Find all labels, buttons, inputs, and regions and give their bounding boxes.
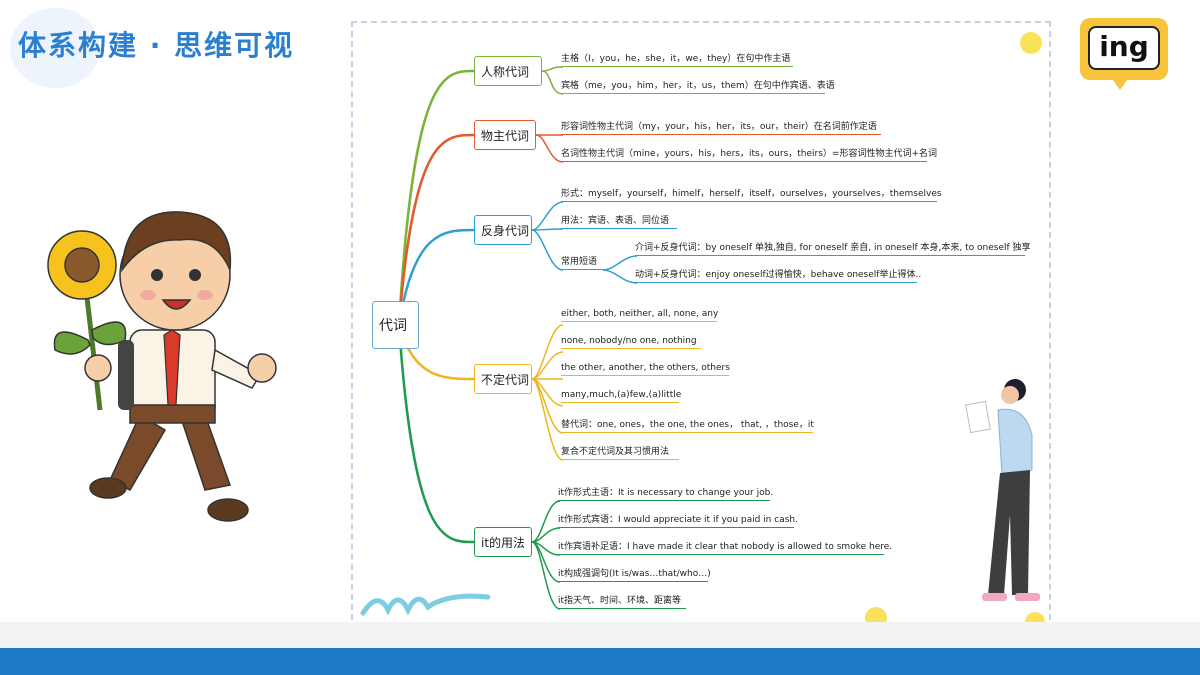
branch-leaf: it构成强调句(It is/was…that/who…) <box>558 566 711 582</box>
footer-bar <box>0 648 1200 675</box>
branch-leaf: it作形式宾语：I would appreciate it if you pai… <box>558 512 798 528</box>
connector <box>531 201 564 231</box>
branch-leaf: 形式：myself，yourself，himelf，herself，itself… <box>561 186 942 202</box>
branch-node: 不定代词 <box>474 364 532 394</box>
connector <box>397 228 475 326</box>
connector <box>531 324 564 380</box>
branch-leaf: 复合不定代词及其习惯用法 <box>561 444 679 460</box>
connector <box>602 255 638 271</box>
person-reading-illustration <box>965 379 1040 601</box>
ing-badge-text: ing <box>1088 26 1160 70</box>
connector <box>541 66 564 72</box>
branch-leaf: 名词性物主代词（mine，yours，his，hers，its，ours，the… <box>561 146 937 162</box>
branch-leaf: it作宾语补足语：I have made it clear that nobod… <box>558 539 892 555</box>
connector <box>531 228 564 231</box>
branch-leaf: either, both, neither, all, none, any <box>561 309 718 322</box>
connector <box>397 133 475 326</box>
connector <box>397 324 475 544</box>
branch-node: 人称代词 <box>474 56 542 86</box>
connector <box>531 500 561 543</box>
boy-with-sunflower-illustration <box>47 211 277 522</box>
branch-node: 反身代词 <box>474 215 532 245</box>
branch-leaf: 宾格（me，you，him，her，it，us，them）在句中作宾语、表语 <box>561 78 835 94</box>
title-decoration <box>10 8 100 88</box>
branch-leaf: 形容词性物主代词（my，your，his，her，its，our，their）在… <box>561 119 881 135</box>
connector <box>541 70 564 95</box>
branch-node: it的用法 <box>474 527 532 557</box>
branch-leaf: many,much,(a)few,(a)little <box>561 390 681 403</box>
connector <box>531 541 561 610</box>
connector <box>531 378 564 461</box>
branch-leaf: 替代词：one, ones，the one, the ones， that, ，… <box>561 417 814 433</box>
branch-leaf: it作形式主语：It is necessary to change your j… <box>558 485 773 501</box>
page-title: 体系构建 · 思维可视 <box>18 29 295 62</box>
branch-leaf: 用法：宾语、表语、同位语 <box>561 213 677 229</box>
connector <box>535 134 564 163</box>
connector <box>531 229 564 271</box>
connector <box>602 269 638 284</box>
footer-band <box>0 622 1200 652</box>
branch-leaf: none, nobody/no one, nothing <box>561 336 701 349</box>
mindmap-panel <box>351 21 1051 630</box>
branch-leaf: it指天气、时间、环境、距离等 <box>558 593 686 609</box>
connector <box>531 351 564 380</box>
connector <box>397 69 475 326</box>
branch-leaf: 常用短语 <box>561 254 603 270</box>
decor-dot <box>1020 32 1042 54</box>
branch-node: 物主代词 <box>474 120 536 150</box>
mindmap-root: 代词 <box>372 301 419 349</box>
ing-badge-icon: ing <box>1080 18 1168 90</box>
scribble-decoration <box>360 593 491 616</box>
branch-subleaf: 介词+反身代词：by oneself 单独,独自, for oneself 亲自… <box>635 240 1031 256</box>
branch-subleaf: 动词+反身代词：enjoy oneself过得愉快，behave oneself… <box>635 267 921 283</box>
connector <box>531 541 561 583</box>
branch-leaf: 主格（I，you，he，she，it，we，they）在句中作主语 <box>561 51 793 67</box>
branch-leaf: the other, another, the others, others <box>561 363 730 376</box>
